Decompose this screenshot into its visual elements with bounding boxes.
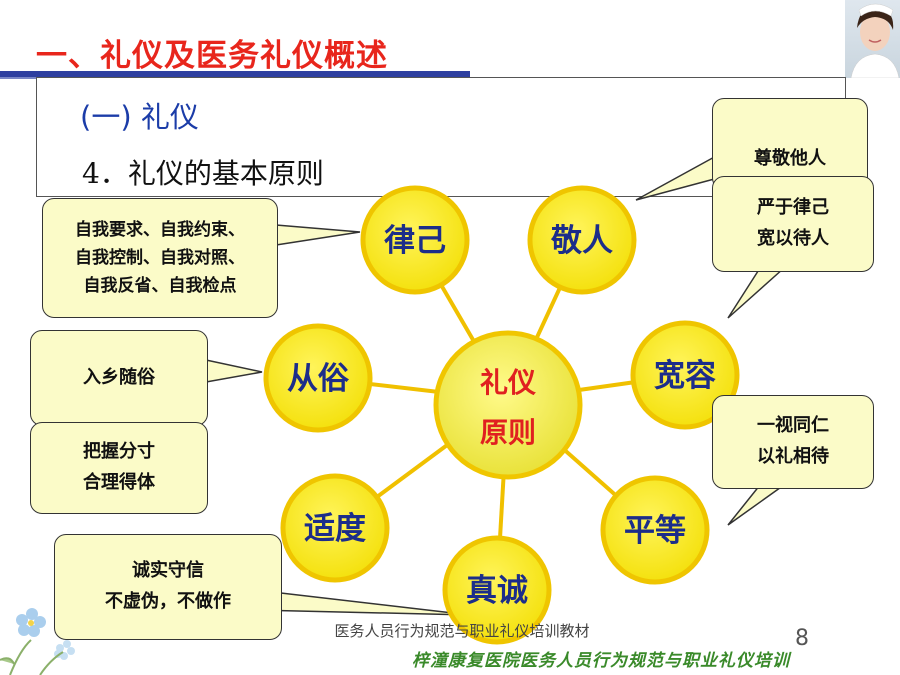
flower-decoration-icon <box>0 608 75 675</box>
callout-zhencheng-line2: 不虚伪，不做作 <box>105 591 231 612</box>
callout-kuanrong-line1: 严于律己 <box>757 197 829 219</box>
page-number: 8 <box>795 626 809 651</box>
node-zhencheng <box>442 535 552 645</box>
footer-doc-title: 医务人员行为规范与职业礼仪培训教材 <box>334 622 590 640</box>
node-kuanrong <box>630 320 740 430</box>
callout-shidu-line1: 把握分寸 <box>83 441 155 463</box>
callout-congsu: 入乡随俗 <box>30 330 208 426</box>
node-label-congsu: 从俗 <box>287 361 350 397</box>
footer-banner: 梓潼康复医院医务人员行为规范与职业礼仪培训 <box>412 651 790 671</box>
callout-shidu: 把握分寸 合理得体 <box>30 422 208 514</box>
node-label-kuanrong: 宽容 <box>654 358 716 394</box>
center-label-line1: 礼仪 <box>480 366 537 399</box>
title-underline <box>0 71 470 77</box>
pointer-kuanrong <box>727 267 785 319</box>
callout-congsu-line1: 入乡随俗 <box>83 366 155 388</box>
subtitle: (一) 礼仪 <box>80 100 199 134</box>
node-jingren <box>527 185 637 295</box>
callout-kuanrong-line2: 宽以待人 <box>757 228 829 249</box>
center-label-line2: 原则 <box>480 416 536 449</box>
pointer-zhencheng <box>254 589 471 616</box>
node-lvji <box>360 185 470 295</box>
callout-lvji-line1: 自我要求、自我约束、 <box>75 219 245 240</box>
callout-pingdeng-line2: 以礼相待 <box>757 446 829 467</box>
node-label-pingdeng: 平等 <box>624 513 686 549</box>
pointer-pingdeng <box>727 484 785 526</box>
callout-lvji-line2: 自我控制、自我对照、 <box>75 247 245 268</box>
node-label-zhencheng: 真诚 <box>466 573 528 609</box>
callout-shidu-line2: 合理得体 <box>83 472 155 493</box>
callout-pingdeng-line1: 一视同仁 <box>757 415 829 437</box>
callout-lvji: 自我要求、自我约束、 自我控制、自我对照、 自我反省、自我检点 <box>42 198 278 318</box>
node-label-jingren: 敬人 <box>550 223 613 259</box>
node-label-shidu: 适度 <box>304 511 366 547</box>
callout-pingdeng: 一视同仁 以礼相待 <box>712 395 874 489</box>
node-congsu <box>263 323 373 433</box>
callout-kuanrong: 严于律己 宽以待人 <box>712 176 874 272</box>
callout-lvji-line3: 自我反省、自我检点 <box>83 276 237 297</box>
callout-zhencheng: 诚实守信 不虚伪，不做作 <box>54 534 282 640</box>
nurse-photo <box>845 0 900 78</box>
node-label-lvji: 律己 <box>384 223 446 259</box>
callout-jingren: 尊敬他人 <box>712 98 868 190</box>
callout-zhencheng-line1: 诚实守信 <box>132 560 204 582</box>
pointer-lvji <box>275 224 361 246</box>
node-pingdeng <box>600 475 710 585</box>
center-node <box>433 330 583 480</box>
section-heading: 4．礼仪的基本原则 <box>82 157 324 190</box>
callout-jingren-line1: 尊敬他人 <box>754 148 826 170</box>
pointer-jingren <box>635 154 719 201</box>
node-shidu <box>280 473 390 583</box>
page-title: 一、礼仪及医务礼仪概述 <box>36 38 388 74</box>
pointer-congsu <box>205 359 263 383</box>
